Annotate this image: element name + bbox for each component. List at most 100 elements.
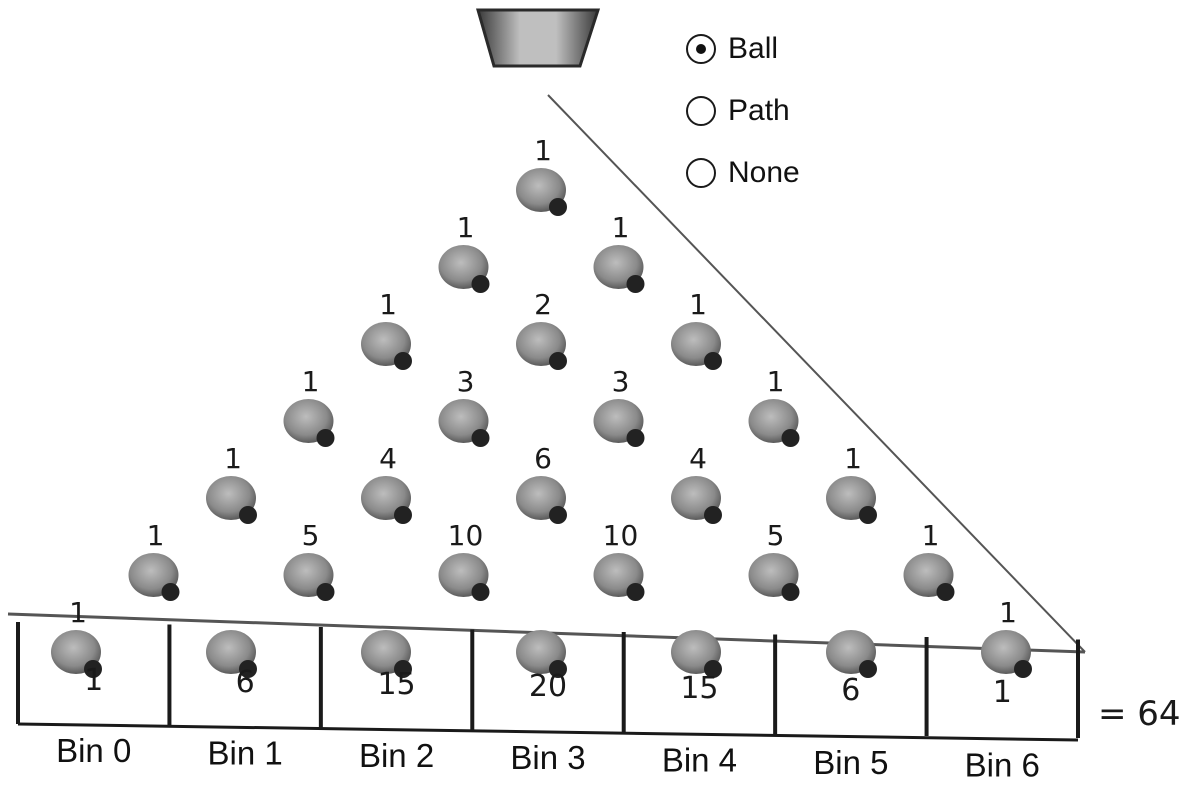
peg (128, 553, 180, 601)
peg (516, 630, 567, 678)
peg (438, 245, 490, 293)
peg-count-label: 5 (302, 519, 320, 552)
peg-shadow-icon (626, 583, 645, 601)
peg (206, 476, 257, 524)
peg (51, 630, 102, 678)
peg-count-label: 1 (767, 365, 785, 398)
bin-label: Bin 5 (813, 744, 888, 781)
peg-shadow-icon (781, 583, 800, 601)
peg-shadow-icon (239, 660, 257, 678)
total-count: = 64 (1098, 694, 1181, 734)
peg-shadow-icon (316, 583, 335, 601)
radio-path-icon[interactable] (686, 96, 716, 126)
peg-count-label: 1 (612, 211, 630, 244)
peg-count-label: 6 (534, 442, 552, 475)
peg-count-label: 1 (457, 211, 475, 244)
peg-shadow-icon (549, 660, 567, 678)
peg (206, 630, 257, 678)
peg (748, 399, 800, 447)
peg-shadow-icon (239, 506, 257, 524)
peg (438, 553, 490, 601)
peg-shadow-icon (549, 506, 567, 524)
peg (593, 399, 645, 447)
board-right-edge (547, 94, 1086, 653)
peg (826, 476, 877, 524)
peg-shadow-icon (316, 429, 335, 447)
radio-path-label: Path (728, 94, 790, 127)
peg-shadow-icon (549, 352, 567, 370)
peg-count-label: 10 (448, 519, 484, 552)
radio-ball-label: Ball (728, 32, 779, 65)
peg-count-label: 1 (922, 519, 940, 552)
peg-shadow-icon (704, 660, 722, 678)
bin-label: Bin 3 (510, 739, 585, 776)
peg-shadow-icon (781, 429, 800, 447)
radio-option-path[interactable]: Path (686, 80, 800, 142)
peg (361, 476, 412, 524)
peg-count-label: 3 (457, 365, 475, 398)
peg (748, 553, 800, 601)
peg-shadow-icon (471, 583, 490, 601)
peg (671, 322, 722, 370)
peg (593, 553, 645, 601)
peg (671, 476, 722, 524)
bin-count: 1 (993, 675, 1012, 710)
radio-none-icon[interactable] (686, 158, 716, 188)
peg-count-label: 5 (767, 519, 785, 552)
peg-count-label: 1 (147, 519, 165, 552)
bin-count: 6 (236, 665, 255, 700)
peg-shadow-icon (394, 506, 412, 524)
peg-count-label: 1 (999, 596, 1017, 629)
peg-count-label: 2 (534, 288, 552, 321)
display-mode-radio-group: Ball Path None (686, 18, 800, 204)
peg-shadow-icon (549, 198, 567, 216)
peg (826, 630, 877, 678)
peg-shadow-icon (859, 506, 877, 524)
bin-count: 6 (841, 673, 860, 708)
peg (516, 322, 567, 370)
peg (361, 630, 412, 678)
peg-shadow-icon (84, 660, 102, 678)
peg-shadow-icon (626, 275, 645, 293)
peg-count-label: 3 (612, 365, 630, 398)
peg-count-label: 1 (534, 134, 552, 167)
peg-shadow-icon (704, 352, 722, 370)
peg-shadow-icon (936, 583, 955, 601)
peg (516, 476, 567, 524)
hopper-icon (476, 8, 601, 68)
peg-count-label: 1 (69, 596, 87, 629)
peg (438, 399, 490, 447)
peg-shadow-icon (394, 660, 412, 678)
peg-shadow-icon (161, 583, 180, 601)
peg (516, 168, 567, 216)
bin-label: Bin 4 (662, 742, 737, 779)
radio-ball-icon[interactable] (686, 34, 716, 64)
bin-label: Bin 0 (56, 732, 131, 769)
bin-label: Bin 2 (359, 737, 434, 774)
peg-count-label: 4 (689, 442, 707, 475)
peg-count-label: 4 (379, 442, 397, 475)
peg (361, 322, 412, 370)
peg-count-label: 1 (379, 288, 397, 321)
peg-shadow-icon (471, 275, 490, 293)
peg (903, 553, 955, 601)
peg-shadow-icon (859, 660, 877, 678)
peg (593, 245, 645, 293)
peg-shadow-icon (394, 352, 412, 370)
radio-none-label: None (728, 156, 800, 189)
peg-shadow-icon (626, 429, 645, 447)
bin-count: 15 (377, 667, 415, 702)
peg (671, 630, 722, 678)
peg-count-label: 1 (689, 288, 707, 321)
radio-option-ball[interactable]: Ball (686, 18, 800, 80)
bin-label: Bin 6 (965, 746, 1040, 783)
bin-count: 15 (680, 671, 718, 706)
peg (981, 630, 1032, 678)
bins-bottom-line (17, 722, 1079, 742)
peg (283, 399, 335, 447)
radio-option-none[interactable]: None (686, 142, 800, 204)
